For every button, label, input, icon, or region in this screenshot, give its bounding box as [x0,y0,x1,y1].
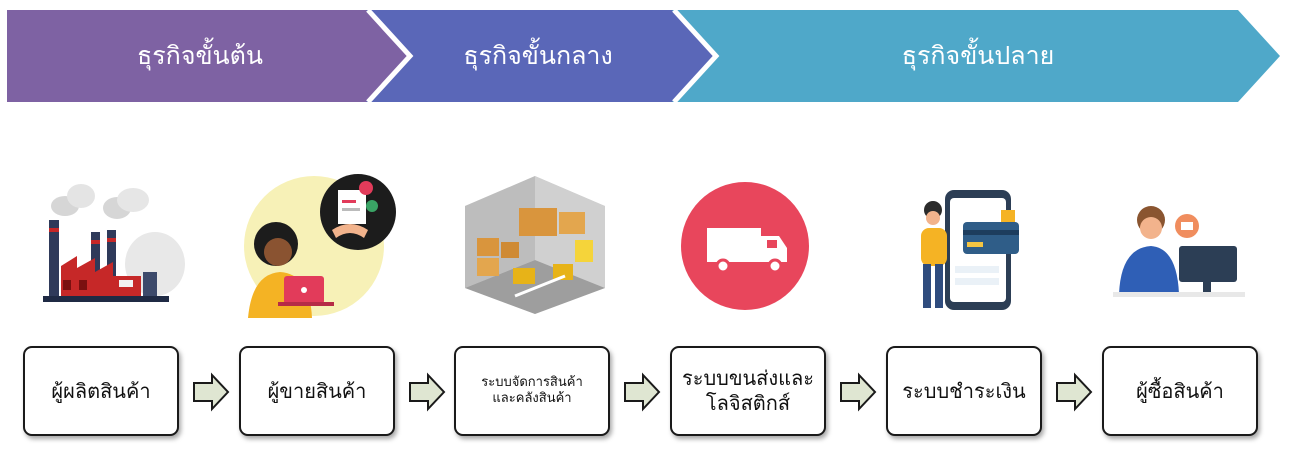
flow-arrow-icon [193,372,230,412]
factory-icon [43,184,185,302]
warehouse-icon [465,176,605,314]
step-buyer-box[interactable]: ผู้ซื้อสินค้า [1102,346,1258,436]
step-logistics-box[interactable]: ระบบขนส่งและ โลจิสติกส์ [670,346,826,436]
stage-arrow-downstream [672,10,1280,102]
step-payment-box[interactable]: ระบบชำระเงิน [886,346,1042,436]
flow-arrow-icon [840,372,877,412]
flow-arrow-icon [624,372,661,412]
mobile-payment-icon [921,190,1019,310]
stage-label-midstream: ธุรกิจขั้นกลาง [463,41,613,70]
flow-arrow-icon [1056,372,1093,412]
step-label: ผู้ซื้อสินค้า [1136,378,1224,403]
step-label-line-1: ระบบขนส่งและ [681,366,815,390]
stage-banner [7,8,1280,104]
step-label-line-2: โลจิสติกส์ [705,391,791,415]
step-label: ระบบชำระเงิน [902,378,1026,403]
buyer-computer-icon [1113,206,1245,297]
step-label-line-1: ระบบจัดการสินค้า [481,374,583,390]
step-manufacturer-box[interactable]: ผู้ผลิตสินค้า [23,346,179,436]
stage-arrow-upstream [7,10,410,102]
step-label: ผู้ผลิตสินค้า [51,378,151,403]
seller-handshake-icon [244,174,396,318]
stage-label-upstream: ธุรกิจขั้นต้น [137,41,263,70]
step-label: ผู้ขายสินค้า [267,378,367,403]
step-label-line-2: และคลังสินค้า [492,391,572,406]
step-warehouse-box[interactable]: ระบบจัดการสินค้า และคลังสินค้า [454,346,610,436]
stage-arrow-midstream [366,10,716,102]
step-seller-box[interactable]: ผู้ขายสินค้า [239,346,395,436]
stage-label-downstream: ธุรกิจขั้นปลาย [901,41,1055,70]
flow-arrow-icon [409,372,446,412]
delivery-truck-icon [681,182,809,310]
